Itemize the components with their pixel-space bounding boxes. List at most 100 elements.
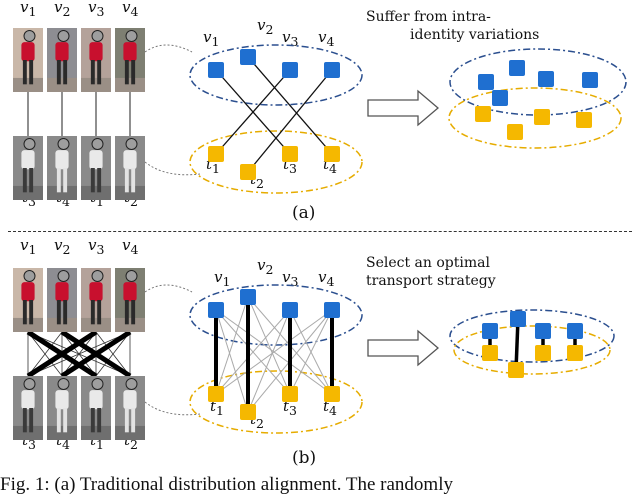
b-result-thermal-node-1 — [482, 345, 498, 361]
privacy-circle — [57, 378, 70, 390]
a-note: Suffer from intra- identity variations — [366, 9, 540, 43]
a-bottom-label-t1: t1 — [90, 188, 104, 209]
b-thick-link-2 — [60, 329, 132, 379]
b-thin-edge-1-2 — [247, 296, 291, 395]
b-arrow — [367, 329, 440, 367]
a-result-visible-node-5 — [492, 90, 508, 106]
privacy-circle — [57, 270, 70, 282]
b-graph-label-v2: v2 — [257, 256, 274, 277]
figure-caption: Fig. 1: (a) Traditional distribution ali… — [0, 474, 453, 495]
a-bottom-label-t2: t2 — [124, 188, 138, 209]
b-result-infrared-ellipse — [453, 325, 611, 375]
b-thin-link-3-0 — [27, 331, 131, 377]
a-visible-node-1 — [208, 62, 224, 78]
b-visible-node-1 — [208, 302, 224, 318]
a-panel-label: (a) — [292, 203, 316, 223]
a-top-label-v4: v4 — [122, 0, 139, 19]
a-bottom-label-t4: t4 — [56, 188, 70, 209]
a-bottom-label-t3: t3 — [22, 188, 36, 209]
b-result-visible-node-3 — [535, 323, 551, 339]
a-visible-image-1 — [13, 28, 43, 92]
b-thin-edge-3-1 — [247, 309, 333, 413]
b-thick-link-4 — [60, 329, 132, 379]
privacy-circle — [91, 138, 104, 150]
b-thin-edge-3-2 — [289, 309, 333, 395]
b-thin-link-1-2 — [61, 331, 97, 377]
b-graph-label-t4: t4 — [323, 397, 337, 418]
b-visible-ellipse — [189, 284, 363, 346]
a-visible-node-4 — [324, 62, 340, 78]
b-thin-link-1-0 — [27, 331, 63, 377]
privacy-circle — [23, 270, 36, 282]
a-cross-edge-2 — [247, 56, 333, 155]
privacy-circle — [23, 30, 36, 42]
b-top-label-v3: v3 — [88, 236, 105, 257]
a-top-label-v3: v3 — [88, 0, 105, 19]
a-graph-label-t4: t4 — [323, 155, 337, 176]
b-note: Select an optimal transport strategy — [366, 255, 496, 289]
privacy-circle — [23, 138, 36, 150]
privacy-circle — [125, 270, 138, 282]
b-top-label-v2: v2 — [54, 236, 71, 257]
b-bottom-label-t1: t1 — [90, 431, 104, 452]
a-result-infrared-ellipse — [448, 87, 622, 149]
a-graph-label-v4: v4 — [318, 28, 335, 49]
b-thin-link-2-3 — [95, 331, 131, 377]
b-result-visible-node-4 — [567, 323, 583, 339]
b-visible-image-2 — [47, 268, 77, 332]
b-bracket-infrared — [144, 401, 201, 416]
b-thin-edge-3-0 — [215, 309, 333, 395]
b-result-thermal-node-4 — [567, 345, 583, 361]
b-thin-edge-0-3 — [215, 309, 333, 395]
b-graph-label-v3: v3 — [282, 268, 299, 289]
b-thin-edge-1-0 — [215, 296, 249, 395]
a-result-thermal-node-2 — [507, 124, 523, 140]
b-thin-link-3-2 — [95, 331, 131, 377]
b-thin-edge-1-3 — [247, 296, 333, 395]
a-visible-node-2 — [240, 49, 256, 65]
a-result-thermal-node-3 — [534, 109, 550, 125]
b-bottom-label-t4: t4 — [56, 431, 70, 452]
b-graph-label-t2: t2 — [250, 410, 264, 431]
privacy-circle — [23, 378, 36, 390]
a-graph-label-v2: v2 — [257, 16, 274, 37]
privacy-circle — [91, 270, 104, 282]
b-visible-node-3 — [282, 302, 298, 318]
b-result-edge-2 — [514, 318, 520, 371]
b-result-visible-node-1 — [482, 323, 498, 339]
a-result-visible-node-2 — [509, 60, 525, 76]
a-graph-label-v1: v1 — [203, 28, 220, 49]
b-bracket-visible — [144, 284, 193, 293]
b-thin-link-0-2 — [27, 331, 97, 377]
a-graph-label-v3: v3 — [282, 28, 299, 49]
privacy-circle — [125, 30, 138, 42]
b-thin-edge-0-1 — [215, 309, 249, 413]
a-arrow — [367, 89, 440, 127]
privacy-circle — [57, 138, 70, 150]
privacy-circle — [91, 378, 104, 390]
b-top-label-v1: v1 — [20, 236, 37, 257]
a-result-visible-ellipse — [449, 48, 627, 116]
b-result-thermal-node-2 — [508, 362, 524, 378]
a-visible-image-4 — [115, 28, 145, 92]
a-bracket-infrared — [144, 161, 201, 176]
b-thin-link-2-0 — [27, 331, 97, 377]
b-graph-label-v4: v4 — [318, 268, 335, 289]
b-thin-link-3-1 — [61, 331, 131, 377]
b-thin-link-1-3 — [61, 331, 131, 377]
b-bottom-label-t3: t3 — [22, 431, 36, 452]
b-bottom-label-t2: t2 — [124, 431, 138, 452]
a-result-thermal-node-4 — [576, 112, 592, 128]
b-visible-image-1 — [13, 268, 43, 332]
a-visible-image-2 — [47, 28, 77, 92]
b-graph-label-v1: v1 — [214, 268, 231, 289]
b-panel-label: (b) — [292, 448, 317, 468]
privacy-circle — [57, 30, 70, 42]
privacy-circle — [91, 30, 104, 42]
a-top-label-v2: v2 — [54, 0, 71, 19]
b-thin-link-2-1 — [61, 331, 97, 377]
b-thin-edge-2-0 — [215, 309, 291, 395]
b-result-visible-node-2 — [510, 311, 526, 327]
panel-divider — [8, 231, 632, 232]
